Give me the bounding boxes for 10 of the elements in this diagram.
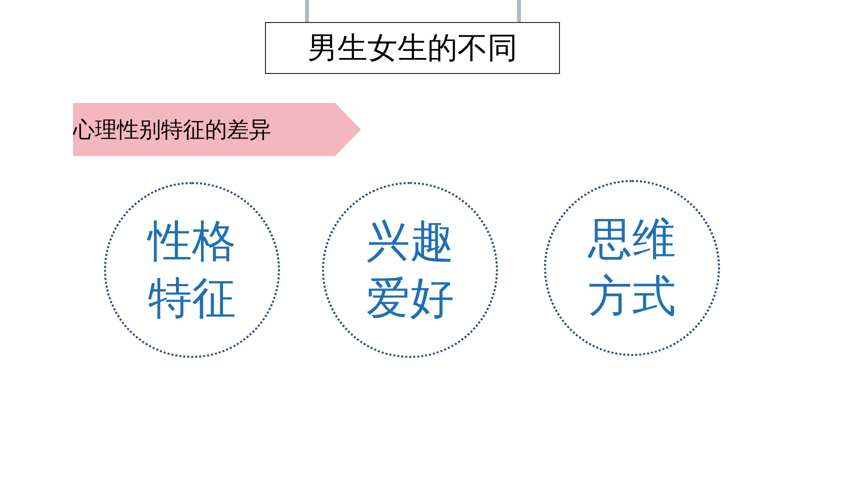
topic-text: 性格特征 bbox=[146, 214, 237, 326]
topic-text: 兴趣爱好 bbox=[364, 214, 455, 326]
banner-text: 心理性别特征的差异 bbox=[73, 116, 271, 144]
topic-text: 思维方式 bbox=[586, 212, 677, 324]
dotted-circle bbox=[104, 182, 280, 358]
dotted-circle bbox=[322, 182, 498, 358]
dotted-circle bbox=[544, 180, 720, 356]
title-text: 男生女生的不同 bbox=[308, 30, 518, 68]
arrow-banner bbox=[73, 103, 361, 156]
title-box bbox=[265, 22, 560, 74]
